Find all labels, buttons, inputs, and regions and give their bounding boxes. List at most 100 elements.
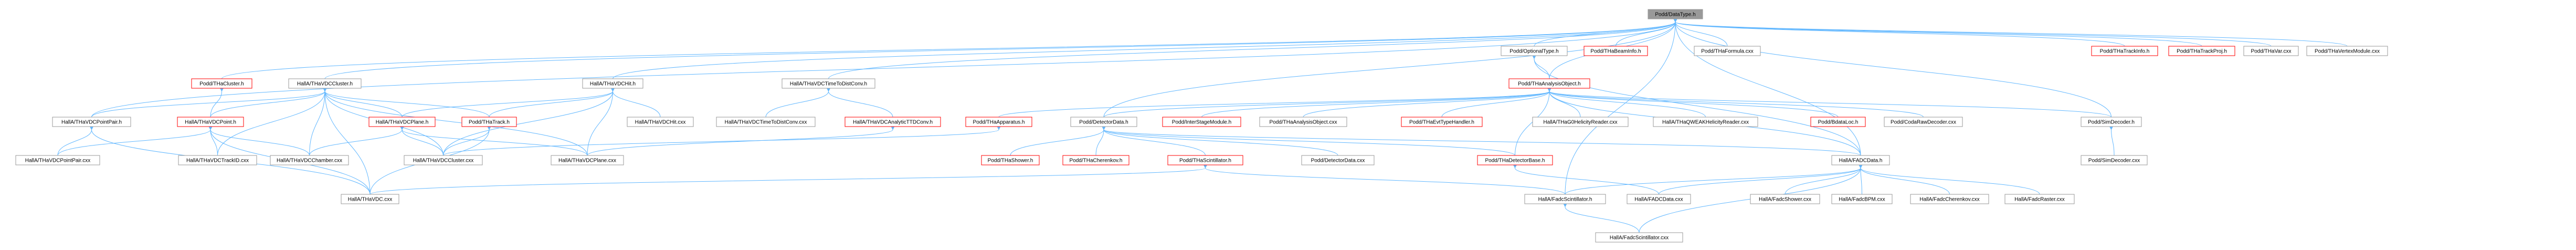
node-box[interactable]: [627, 117, 694, 127]
graph-node[interactable]: Podd/DetectorData.h: [1070, 117, 1137, 127]
node-box[interactable]: [15, 155, 100, 165]
graph-node[interactable]: Podd/InterStageModule.h: [1162, 117, 1241, 127]
graph-node[interactable]: Podd/THaBeamInfo.h: [1583, 46, 1648, 56]
node-label[interactable]: HallA/THaVDCPlane.h: [376, 120, 429, 126]
node-box[interactable]: [716, 117, 816, 127]
graph-node[interactable]: HallA/FadcBPM.cxx: [1831, 194, 1893, 204]
graph-node[interactable]: HallA/THaQWEAKHelicityReader.cxx: [1653, 117, 1758, 127]
node-box[interactable]: [981, 155, 1040, 165]
node-box[interactable]: [1167, 155, 1243, 165]
node-box[interactable]: [965, 117, 1032, 127]
node-label[interactable]: Podd/THaApparatus.h: [973, 120, 1025, 126]
node-box[interactable]: [288, 78, 362, 89]
node-label[interactable]: HallA/THaVDCPointPair.cxx: [25, 158, 90, 164]
node-label[interactable]: Podd/THaEvtTypeHandler.h: [1409, 120, 1474, 126]
node-box[interactable]: [404, 155, 483, 165]
node-label[interactable]: Podd/THaTrack.h: [469, 120, 510, 126]
graph-node[interactable]: HallA/THaVDCHit.cxx: [627, 117, 694, 127]
graph-node[interactable]: HallA/THaVDCPlane.cxx: [551, 155, 624, 165]
graph-node[interactable]: Podd/THaAnalysisObject.h: [1508, 78, 1590, 89]
node-box[interactable]: [1501, 46, 1568, 56]
node-box[interactable]: [1301, 155, 1375, 165]
graph-node[interactable]: HallA/THaVDCCluster.cxx: [404, 155, 483, 165]
graph-node[interactable]: HallA/FadcCherenkov.cxx: [1910, 194, 1989, 204]
node-label[interactable]: HallA/FADCData.cxx: [1634, 197, 1683, 203]
graph-node[interactable]: Podd/THaTrack.h: [461, 117, 517, 127]
node-label[interactable]: HallA/THaVDCCluster.h: [297, 81, 353, 87]
node-box[interactable]: [1694, 46, 1761, 56]
graph-node[interactable]: HallA/THaVDCChamber.cxx: [270, 155, 349, 165]
node-label[interactable]: Podd/THaFormula.cxx: [1701, 49, 1753, 55]
node-box[interactable]: [1532, 117, 1629, 127]
node-label[interactable]: Podd/THaCherenkov.h: [1070, 158, 1123, 164]
graph-node[interactable]: HallA/FADCData.cxx: [1627, 194, 1691, 204]
node-box[interactable]: [177, 117, 244, 127]
graph-node[interactable]: HallA/THaG0HelicityReader.cxx: [1532, 117, 1629, 127]
node-box[interactable]: [341, 194, 399, 204]
node-label[interactable]: Podd/DetectorData.cxx: [1311, 158, 1365, 164]
node-label[interactable]: HallA/THaVDCPlane.cxx: [558, 158, 616, 164]
node-box[interactable]: [2168, 46, 2235, 56]
graph-node[interactable]: Podd/THaScintillator.h: [1167, 155, 1243, 165]
node-box[interactable]: [1627, 194, 1691, 204]
node-label[interactable]: Podd/SimDecoder.cxx: [2088, 158, 2140, 164]
graph-node[interactable]: Podd/DataType.h: [1648, 9, 1703, 19]
node-box[interactable]: [582, 78, 643, 89]
node-box[interactable]: [1583, 46, 1648, 56]
graph-node[interactable]: Podd/THaFormula.cxx: [1694, 46, 1761, 56]
node-label[interactable]: HallA/THaVDCAnalyticTTDConv.h: [853, 120, 933, 126]
node-label[interactable]: HallA/FadcCherenkov.cxx: [1919, 197, 1979, 203]
graph-node[interactable]: HallA/THaVDCPointPair.h: [52, 117, 131, 127]
node-label[interactable]: HallA/THaVDCPointPair.h: [61, 120, 122, 126]
node-label[interactable]: HallA/THaVDCChamber.cxx: [277, 158, 342, 164]
node-label[interactable]: HallA/THaVDCTimeToDistConv.h: [790, 81, 867, 87]
graph-node[interactable]: HallA/THaVDCTimeToDistConv.h: [782, 78, 875, 89]
node-box[interactable]: [2243, 46, 2299, 56]
node-label[interactable]: Podd/BdataLoc.h: [1818, 120, 1859, 126]
graph-node[interactable]: HallA/THaVDCTimeToDistConv.cxx: [716, 117, 816, 127]
node-label[interactable]: Podd/THaScintillator.h: [1179, 158, 1231, 164]
graph-node[interactable]: Podd/SimDecoder.h: [2081, 117, 2142, 127]
node-box[interactable]: [2091, 46, 2158, 56]
node-label[interactable]: Podd/OptionalType.h: [1509, 49, 1558, 55]
graph-node[interactable]: HallA/THaVDC.cxx: [341, 194, 399, 204]
graph-node[interactable]: HallA/THaVDCPoint.h: [177, 117, 244, 127]
node-box[interactable]: [1508, 78, 1590, 89]
graph-node[interactable]: Podd/THaVertexModule.cxx: [2306, 46, 2388, 56]
graph-node[interactable]: Podd/THaShower.h: [981, 155, 1040, 165]
node-box[interactable]: [1810, 117, 1866, 127]
graph-node[interactable]: Podd/THaCluster.h: [191, 78, 252, 89]
node-label[interactable]: Podd/THaBeamInfo.h: [1590, 49, 1641, 55]
graph-node[interactable]: HallA/THaVDCHit.h: [582, 78, 643, 89]
node-box[interactable]: [1831, 155, 1890, 165]
graph-node[interactable]: Podd/DetectorData.cxx: [1301, 155, 1375, 165]
graph-node[interactable]: HallA/FadcScintillator.h: [1524, 194, 1606, 204]
graph-node[interactable]: HallA/FadcRaster.cxx: [2004, 194, 2075, 204]
node-label[interactable]: Podd/DetectorData.h: [1079, 120, 1128, 126]
node-label[interactable]: HallA/THaQWEAKHelicityReader.cxx: [1662, 120, 1749, 126]
graph-node[interactable]: Podd/CodaRawDecoder.cxx: [1884, 117, 1963, 127]
node-label[interactable]: Podd/SimDecoder.h: [2088, 120, 2135, 126]
graph-node[interactable]: Podd/THaTrackProj.h: [2168, 46, 2235, 56]
node-label[interactable]: HallA/THaVDCHit.cxx: [635, 120, 686, 126]
node-label[interactable]: Podd/InterStageModule.h: [1172, 120, 1231, 126]
node-box[interactable]: [1750, 194, 1820, 204]
node-label[interactable]: HallA/THaG0HelicityReader.cxx: [1543, 120, 1617, 126]
graph-node[interactable]: HallA/THaVDCPlane.h: [368, 117, 436, 127]
graph-node[interactable]: Podd/THaCherenkov.h: [1062, 155, 1129, 165]
node-box[interactable]: [1477, 155, 1553, 165]
graph-node[interactable]: Podd/THaEvtTypeHandler.h: [1401, 117, 1483, 127]
graph-node[interactable]: Podd/THaApparatus.h: [965, 117, 1032, 127]
node-box[interactable]: [1062, 155, 1129, 165]
node-label[interactable]: HallA/FADCData.h: [1839, 158, 1883, 164]
node-box[interactable]: [270, 155, 349, 165]
node-label[interactable]: Podd/THaTrackProj.h: [2177, 49, 2227, 55]
node-box[interactable]: [1653, 117, 1758, 127]
node-label[interactable]: HallA/FadcRaster.cxx: [2014, 197, 2065, 203]
node-label[interactable]: HallA/THaVDCHit.h: [590, 81, 636, 87]
graph-node[interactable]: Podd/THaAnalysisObject.cxx: [1259, 117, 1347, 127]
node-label[interactable]: Podd/THaAnalysisObject.h: [1518, 81, 1581, 87]
graph-node[interactable]: HallA/THaVDCAnalyticTTDConv.h: [844, 117, 941, 127]
node-box[interactable]: [1162, 117, 1241, 127]
node-label[interactable]: HallA/FadcScintillator.h: [1538, 197, 1592, 203]
